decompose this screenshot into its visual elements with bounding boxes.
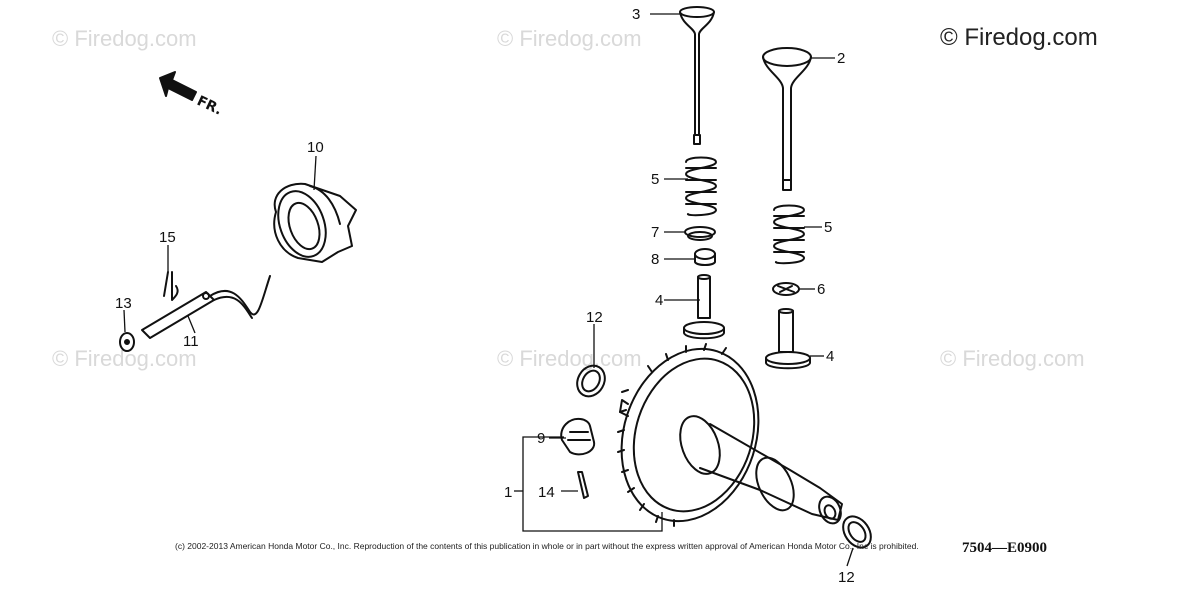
callout-1: 1 (504, 484, 512, 501)
callout-12-lower: 12 (838, 569, 855, 586)
fr-direction-label: FR. (194, 93, 224, 118)
callout-2: 2 (837, 50, 845, 67)
front-direction-arrow (159, 71, 197, 101)
callout-4-right: 4 (826, 348, 834, 365)
part-2-valve (762, 47, 812, 191)
callout-4-left: 4 (655, 292, 663, 309)
copyright-notice: (c) 2002-2013 American Honda Motor Co., … (175, 541, 919, 551)
part-15-clip (163, 271, 179, 301)
callout-14: 14 (538, 484, 555, 501)
part-4-tappet-right (765, 308, 811, 370)
part-12-washer-lower (842, 515, 872, 549)
callout-7: 7 (651, 224, 659, 241)
part-5-spring-right (773, 204, 805, 265)
part-3-valve (679, 6, 715, 145)
part-5-spring-left (685, 156, 717, 217)
part-8-rotator (694, 248, 716, 266)
callout-9: 9 (537, 430, 545, 447)
callout-3: 3 (632, 6, 640, 23)
watermark-top-right: © Firedog.com (940, 24, 1098, 51)
watermark-top-center: © Firedog.com (497, 26, 642, 51)
callout-6: 6 (817, 281, 825, 298)
part-6-retainer (772, 282, 800, 296)
part-12-washer-upper (576, 364, 606, 398)
watermark-mid-center: © Firedog.com (497, 346, 642, 371)
part-4-tappet-left (683, 274, 725, 340)
part-14-pin (577, 471, 589, 499)
callout-5-left: 5 (651, 171, 659, 188)
part-1-camshaft (617, 343, 843, 527)
diagram-code: 7504—E0900 (962, 540, 1048, 556)
part-9-weight (560, 418, 596, 456)
leader-lines (123, 13, 854, 567)
callout-5-right: 5 (824, 219, 832, 236)
watermark-top-left: © Firedog.com (52, 26, 197, 51)
callout-11: 11 (183, 333, 199, 350)
part-10-holder (273, 182, 357, 263)
part-11-governor-arm (141, 275, 271, 339)
callout-15: 15 (159, 229, 176, 246)
part-13-washer (119, 332, 135, 352)
part-7-retainer (684, 226, 716, 241)
callout-10: 10 (307, 139, 324, 156)
callout-8: 8 (651, 251, 659, 268)
callout-13: 13 (115, 295, 132, 312)
callout-12-upper: 12 (586, 309, 603, 326)
watermark-mid-right: © Firedog.com (940, 346, 1085, 371)
